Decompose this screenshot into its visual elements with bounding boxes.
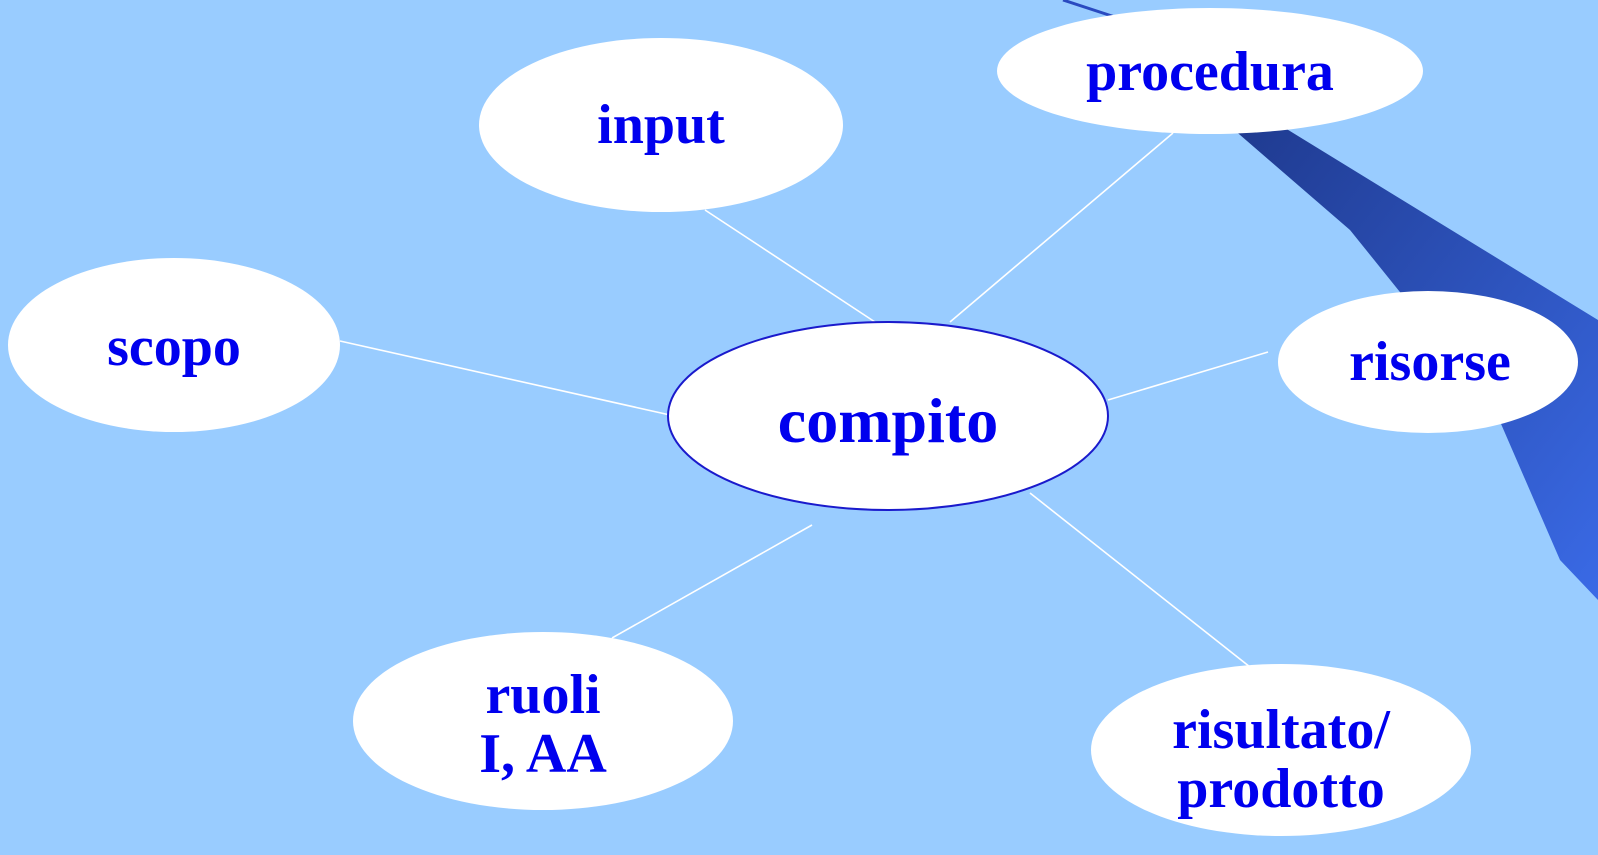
node-ruoli-line1: ruoli xyxy=(485,664,601,727)
connector-risorse xyxy=(1107,351,1269,401)
node-scopo-ellipse xyxy=(8,258,340,432)
node-risultato-line2: prodotto xyxy=(1177,758,1385,820)
node-procedura-ellipse xyxy=(997,8,1423,134)
node-risultato-label: risultato/ prodotto xyxy=(1131,690,1431,830)
connector-input xyxy=(704,209,876,323)
connector-ruoli xyxy=(611,524,813,639)
node-input-ellipse xyxy=(479,38,843,212)
node-risorse-label: risorse xyxy=(1300,325,1560,400)
node-risorse-text: risorse xyxy=(1349,331,1511,394)
center-node-text: compito xyxy=(777,385,999,457)
node-input-label: input xyxy=(511,85,811,165)
node-scopo-text: scopo xyxy=(107,316,241,379)
connector-scopo xyxy=(339,340,671,416)
node-ruoli-ellipse xyxy=(353,632,733,810)
connector-procedura xyxy=(949,132,1174,323)
connector-risultato xyxy=(1029,492,1251,668)
node-procedura-text: procedura xyxy=(1086,41,1334,104)
node-procedura-label: procedura xyxy=(1030,35,1390,110)
center-node-label: compito xyxy=(688,376,1088,466)
node-ruoli-line2: I, AA xyxy=(479,723,607,785)
node-input-text: input xyxy=(597,93,725,156)
node-ruoli-label: ruoli I, AA xyxy=(393,655,693,795)
node-scopo-label: scopo xyxy=(34,310,314,385)
decorative-swoosh-top-line xyxy=(1062,0,1119,20)
node-risultato-line1: risultato/ xyxy=(1172,699,1390,762)
node-compito-ellipse xyxy=(667,321,1109,511)
node-risultato-ellipse xyxy=(1091,664,1471,836)
node-risorse-ellipse xyxy=(1278,291,1578,433)
